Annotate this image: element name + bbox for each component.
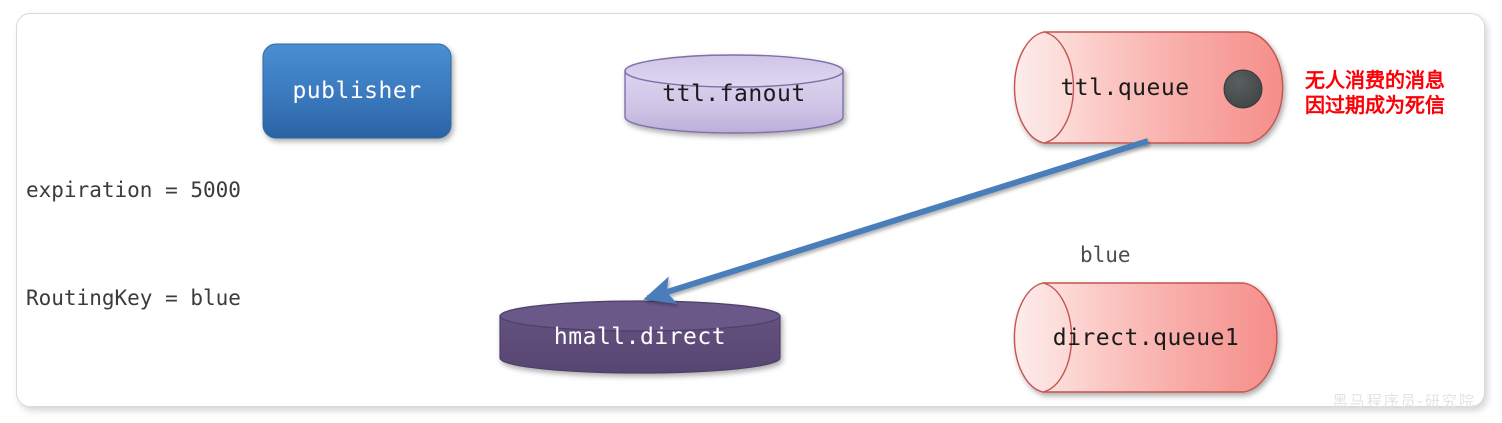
node-publisher[interactable] — [262, 43, 452, 139]
param-expiration: expiration = 5000 — [26, 178, 241, 202]
message-token — [1223, 69, 1263, 109]
dead-letter-line-1: 无人消费的消息 — [1305, 68, 1445, 92]
param-routing-key: RoutingKey = blue — [26, 286, 241, 310]
node-hmall-direct[interactable] — [499, 300, 781, 374]
message-params: expiration = 5000 RoutingKey = blue — [26, 100, 241, 388]
node-ttl-queue[interactable] — [1013, 31, 1284, 144]
watermark: 黑马程序员-研究院 — [1332, 392, 1476, 410]
edge-ttl-queue-to-hmall-direct — [643, 138, 1149, 304]
node-ttl-fanout[interactable] — [624, 54, 844, 134]
dead-letter-line-2: 因过期成为死信 — [1305, 93, 1445, 117]
node-direct-queue1[interactable] — [1013, 282, 1278, 393]
dead-letter-annotation: 无人消费的消息 因过期成为死信 — [1305, 68, 1445, 118]
edge-label-blue-binding: blue — [1080, 243, 1131, 267]
